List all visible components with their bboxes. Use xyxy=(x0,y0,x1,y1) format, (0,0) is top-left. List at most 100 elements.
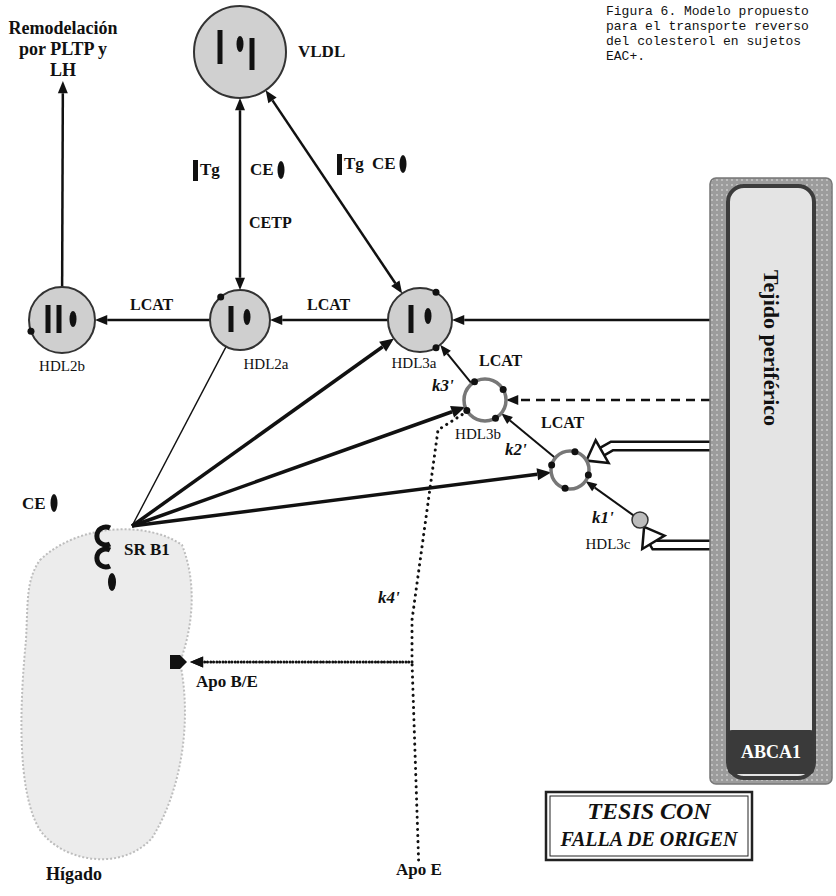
receptor-symbol xyxy=(170,655,187,669)
hdl-particle: HDL3a xyxy=(386,286,458,376)
connector-line xyxy=(464,319,710,322)
particle-outline xyxy=(550,450,590,490)
connector-arrow xyxy=(132,468,551,526)
arrowhead xyxy=(642,527,664,549)
connector-line xyxy=(602,446,710,452)
node-label: Hígado xyxy=(46,864,102,885)
triglyceride-icon xyxy=(337,154,342,175)
connector-line xyxy=(132,474,537,526)
protein-note: Apo E xyxy=(396,860,442,880)
enzyme-label: CETP xyxy=(248,214,293,232)
node-label: HDL3c xyxy=(586,536,631,553)
connector-arrow xyxy=(506,395,710,405)
arrowhead xyxy=(506,395,518,405)
connector-arrow xyxy=(190,657,419,861)
rate-constant: k3' xyxy=(432,376,454,396)
figure-caption: Figura 6. Modelo propuesto para el trans… xyxy=(606,4,832,64)
hdl-particle: HDL3b xyxy=(452,377,508,447)
cell-tube xyxy=(728,186,814,778)
arrowhead xyxy=(440,345,451,357)
apolipoprotein-dot xyxy=(217,294,224,301)
stamp-text: FALLA DE ORIGEN xyxy=(546,828,752,851)
triglyceride-icon xyxy=(218,30,223,64)
connector-arrow xyxy=(95,315,210,325)
enzyme-label: LCAT xyxy=(540,414,585,432)
apolipoprotein-dot xyxy=(500,386,507,393)
receptor-label: SR B1 xyxy=(124,540,170,560)
hdl-particle xyxy=(550,450,590,490)
connector-arrow xyxy=(235,98,245,290)
particle-circle xyxy=(464,379,506,421)
arrowhead xyxy=(537,468,552,480)
connector-line xyxy=(132,412,452,526)
node-label: Apo E xyxy=(396,860,442,880)
connector-arrow xyxy=(190,411,467,667)
rate-constant: k1' xyxy=(592,508,614,528)
triglyceride-icon xyxy=(193,160,198,181)
cholesteryl-ester-icon xyxy=(244,309,251,325)
connector-arrow xyxy=(266,90,403,293)
connector-line xyxy=(272,100,395,283)
particle-circle xyxy=(210,290,270,350)
connector-line xyxy=(653,542,710,545)
vldl-particle: VLDL xyxy=(194,6,354,100)
tissue-ground xyxy=(710,178,832,784)
node-label: HDL2a xyxy=(244,356,289,373)
arrowhead xyxy=(235,278,245,290)
arrowhead xyxy=(586,440,608,463)
particle-circle xyxy=(551,451,589,489)
arrowhead xyxy=(190,657,203,668)
peripheral-tissue-band: ABCA1Tejido periférico xyxy=(710,178,832,784)
apolipoprotein-dot xyxy=(433,344,440,351)
rate-constant: k4' xyxy=(378,588,400,608)
arrowhead xyxy=(58,81,68,93)
particle-circle xyxy=(194,6,286,98)
enzyme-label: LCAT xyxy=(129,296,174,314)
triglyceride-icon xyxy=(250,38,255,70)
triglyceride-icon xyxy=(229,306,234,332)
hdl-particle: HDL2b xyxy=(22,286,102,380)
apolipoprotein-dot xyxy=(571,448,578,455)
particle-circle xyxy=(632,512,648,528)
apolipoprotein-dot xyxy=(433,289,440,296)
hdl-particle: HDL2a xyxy=(206,288,296,378)
connector-arrow xyxy=(132,347,226,526)
connector-arrow xyxy=(58,81,68,287)
connector-line xyxy=(282,319,388,322)
connector-arrow xyxy=(132,406,465,526)
apolipoprotein-dot xyxy=(471,378,478,385)
liver-shape xyxy=(21,529,191,859)
transfer-label: Tg xyxy=(344,154,364,174)
apolipoprotein-dot xyxy=(585,471,592,478)
connector-line xyxy=(132,347,226,526)
connector-arrow xyxy=(270,315,388,325)
node-label: HDL3b xyxy=(455,426,501,443)
apolipoprotein-dot xyxy=(27,328,34,335)
node-label: VLDL xyxy=(298,42,345,62)
transfer-label: CE xyxy=(22,494,46,514)
connector-arrow xyxy=(642,527,710,549)
connector-line xyxy=(61,93,64,287)
arrowhead xyxy=(270,315,282,325)
enzyme-label: LCAT xyxy=(478,352,523,370)
apolipoprotein-dot xyxy=(562,485,569,492)
particle-circle xyxy=(29,287,95,353)
node-label: ABCA1 xyxy=(741,742,801,763)
receptor-symbol xyxy=(97,527,110,545)
cholesteryl-ester-icon xyxy=(70,311,77,327)
receptor-symbol xyxy=(97,549,110,567)
hdl-particle: HDL3c xyxy=(580,510,650,556)
connector-line xyxy=(203,411,467,662)
stamp-border xyxy=(546,792,752,860)
cholesteryl-ester-icon xyxy=(237,36,244,52)
node-label: HDL2b xyxy=(39,358,85,375)
connector-line xyxy=(653,542,710,545)
connector-line xyxy=(203,662,418,860)
cholesteryl-ester-icon xyxy=(51,494,58,512)
triglyceride-icon xyxy=(46,305,51,333)
transfer-label: CE xyxy=(250,160,274,180)
arrowhead xyxy=(379,339,394,352)
cholesteryl-ester-icon xyxy=(425,308,432,324)
arrowhead xyxy=(585,481,597,491)
